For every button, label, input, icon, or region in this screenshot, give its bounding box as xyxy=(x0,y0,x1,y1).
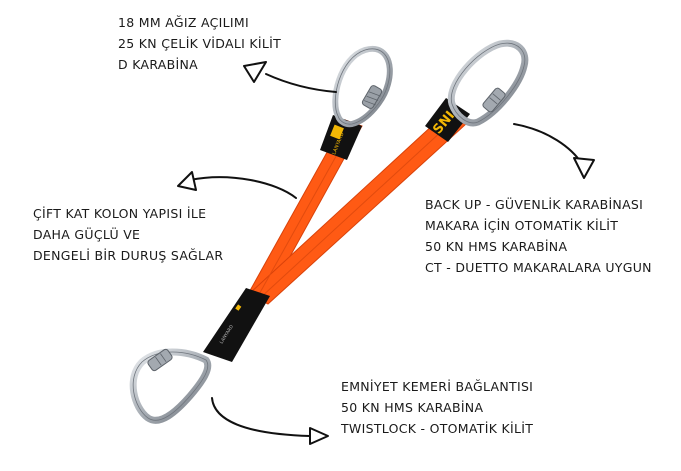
annotation-line: TWISTLOCK - OTOMATİK KİLİT xyxy=(341,421,534,436)
sleeve-top-right: SNI xyxy=(425,98,470,142)
annotation-line: DAHA GÜÇLÜ VE xyxy=(33,227,141,242)
hms-carabiner-twistlock xyxy=(129,348,212,424)
arrow-head-left xyxy=(177,171,197,191)
hms-carabiner-backup xyxy=(447,39,529,127)
annotation-backup-carabiner: BACK UP - GÜVENLİK KARABİNASI MAKARA İÇİ… xyxy=(425,194,652,278)
twistlock-gate xyxy=(147,348,173,372)
annotation-line: 50 KN HMS KARABİNA xyxy=(341,400,484,415)
arrow-head-top xyxy=(243,61,267,83)
annotation-double-column: ÇİFT KAT KOLON YAPISI İLE DAHA GÜÇLÜ VE … xyxy=(33,203,223,266)
annotation-line: D KARABİNA xyxy=(118,57,199,72)
callout-arrow-bottom xyxy=(211,397,311,437)
d-carabiner-screwgate xyxy=(332,45,393,128)
lanyard-webbing xyxy=(246,111,467,305)
annotation-line: EMNİYET KEMERİ BAĞLANTISI xyxy=(341,379,534,394)
sleeve-bottom: LANYARD xyxy=(203,288,270,362)
annotation-line: 50 KN HMS KARABİNA xyxy=(425,239,568,254)
annotation-line: ÇİFT KAT KOLON YAPISI İLE xyxy=(33,206,207,221)
annotation-line: CT - DUETTO MAKARALARA UYGUN xyxy=(425,260,652,275)
callout-arrow-left xyxy=(189,176,297,199)
annotation-harness-connection: EMNİYET KEMERİ BAĞLANTISI 50 KN HMS KARA… xyxy=(341,376,533,439)
arrow-head-right xyxy=(573,157,595,179)
arrow-head-bottom xyxy=(309,427,329,445)
annotation-d-carabiner: 18 MM AĞIZ AÇILIMI 25 KN ÇELİK VİDALI Kİ… xyxy=(118,12,281,75)
callout-arrow-top xyxy=(265,73,337,93)
annotation-line: MAKARA İÇİN OTOMATİK KİLİT xyxy=(425,218,619,233)
annotation-line: BACK UP - GÜVENLİK KARABİNASI xyxy=(425,197,644,212)
annotation-line: 25 KN ÇELİK VİDALI KİLİT xyxy=(118,36,282,51)
autolock-gate xyxy=(482,87,506,113)
annotation-line: 18 MM AĞIZ AÇILIMI xyxy=(118,15,249,30)
annotation-line: DENGELİ BİR DURUŞ SAĞLAR xyxy=(33,248,224,263)
callout-arrow-right xyxy=(513,123,583,165)
